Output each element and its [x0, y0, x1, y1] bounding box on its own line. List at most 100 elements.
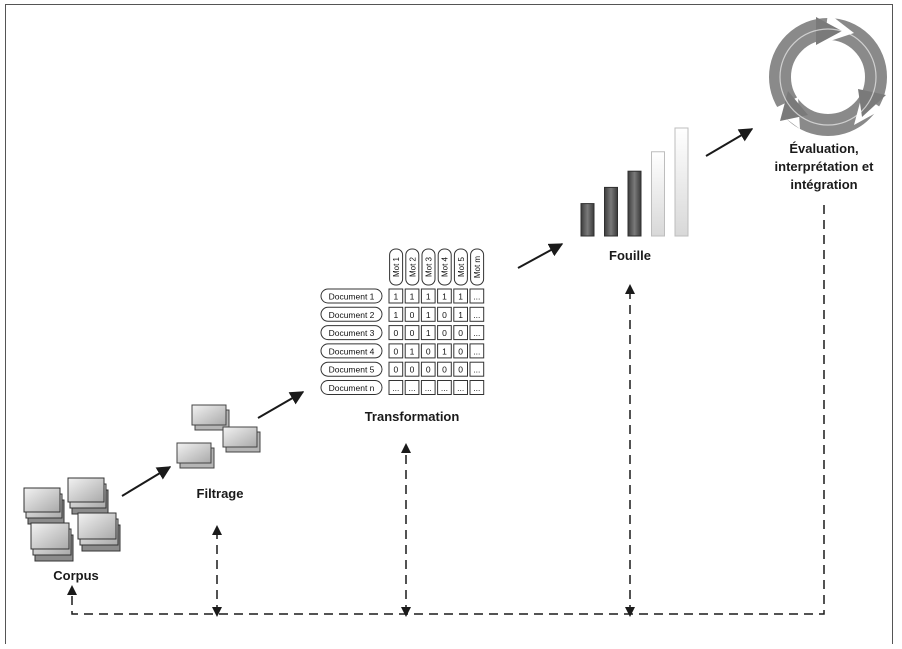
row-label-pill [320, 306, 383, 322]
arrow-corpus-to-filtrage [121, 466, 172, 497]
matrix-cell-value: 0 [426, 346, 431, 356]
matrix-cell [453, 380, 468, 395]
row-label: Document 2 [329, 310, 375, 320]
column-header-label: Mot 3 [425, 256, 434, 277]
matrix-cell [420, 343, 436, 359]
matrix-cell-value: 1 [393, 310, 398, 320]
matrix-cell [388, 325, 404, 341]
column-header-label: Mot m [473, 256, 482, 279]
matrix-column-header: Mot 5 [453, 248, 468, 286]
matrix-cell-value: 1 [458, 292, 463, 302]
matrix-cell [453, 288, 468, 304]
label-corpus: Corpus [53, 568, 99, 583]
matrix-cell-value: ... [473, 328, 480, 338]
matrix-cell [437, 361, 452, 377]
matrix-cell [437, 325, 452, 341]
column-header-pill [437, 248, 452, 286]
label-evaluation-line-3: intégration [790, 177, 858, 192]
matrix-cell-value: 0 [393, 346, 398, 356]
bar-icon-bar [651, 151, 665, 237]
matrix-cell [453, 306, 468, 322]
row-label: Document 1 [329, 292, 375, 302]
matrix-cell [420, 361, 436, 377]
row-label-pill [320, 325, 383, 341]
matrix-column-header: Mot 3 [421, 248, 436, 286]
matrix-cell-value: 0 [410, 365, 415, 375]
matrix-cell-value: 0 [442, 328, 447, 338]
matrix-cell-value: 0 [458, 328, 463, 338]
bar-icon-bar [604, 186, 618, 237]
matrix-cell [437, 343, 452, 359]
column-header-label: Mot 2 [408, 256, 417, 277]
matrix-column-header: Mot 4 [437, 248, 452, 286]
matrix-cell [453, 343, 468, 359]
column-header-pill [389, 248, 404, 286]
row-label: Document 5 [329, 365, 375, 375]
column-header-pill [470, 248, 485, 286]
arrow-transformation-to-fouille [517, 243, 564, 269]
matrix-cell [388, 343, 404, 359]
matrix-cell-value: ... [441, 383, 448, 393]
matrix-cell-value: 0 [442, 365, 447, 375]
matrix-cell-value: ... [473, 383, 480, 393]
bar-chart-icon [580, 127, 689, 237]
label-filtrage: Filtrage [196, 486, 244, 501]
matrix-cell-value: ... [425, 383, 432, 393]
matrix-cell-value: 1 [442, 292, 447, 302]
matrix-cell [404, 380, 420, 395]
document-stack-icon [23, 477, 121, 562]
matrix-cell [404, 325, 420, 341]
matrix-cell [388, 380, 404, 395]
matrix-cell-value: ... [473, 310, 480, 320]
diagram-frame [5, 4, 893, 644]
matrix-row: Document n.................. [320, 380, 485, 395]
feedback-arrowheads [67, 284, 635, 617]
matrix-cell [469, 380, 485, 395]
matrix-cell-value: 0 [426, 365, 431, 375]
arrow-fouille-to-evaluation [705, 128, 754, 157]
matrix-cell [437, 380, 452, 395]
matrix-cell-value: 0 [410, 310, 415, 320]
matrix-cell [420, 288, 436, 304]
matrix-cell-value: 0 [393, 365, 398, 375]
feedback-loop [71, 205, 825, 615]
matrix-cell [453, 361, 468, 377]
matrix-cell-value: 0 [410, 328, 415, 338]
matrix-cell-value: 0 [458, 346, 463, 356]
matrix-cell-value: ... [473, 292, 480, 302]
label-transformation: Transformation [364, 409, 460, 424]
matrix-cell [420, 306, 436, 322]
label-fouille: Fouille [609, 248, 651, 263]
row-label-pill [320, 343, 383, 359]
row-label: Document 4 [329, 346, 375, 356]
matrix-cell [404, 361, 420, 377]
matrix-cell [437, 306, 452, 322]
matrix-cell [388, 288, 404, 304]
label-evaluation-line-1: Évaluation, [789, 141, 859, 156]
matrix-cell-value: ... [392, 383, 399, 393]
matrix-cell-value: 1 [458, 310, 463, 320]
matrix-cell [469, 361, 485, 377]
matrix-cell [469, 288, 485, 304]
matrix-cell [420, 325, 436, 341]
matrix-cell-value: 1 [393, 292, 398, 302]
matrix-column-header: Mot 1 [389, 248, 404, 286]
row-label: Document 3 [329, 328, 375, 338]
matrix-cell [388, 361, 404, 377]
row-label-pill [320, 380, 383, 395]
matrix-cell-value: 1 [442, 346, 447, 356]
column-header-label: Mot 1 [392, 256, 401, 277]
column-header-label: Mot 5 [457, 256, 466, 277]
row-label: Document n [329, 383, 375, 393]
row-label-pill [320, 361, 383, 377]
matrix-cell [469, 343, 485, 359]
matrix-cell-value: 1 [410, 346, 415, 356]
row-label-pill [320, 288, 383, 304]
matrix-cell [420, 380, 436, 395]
